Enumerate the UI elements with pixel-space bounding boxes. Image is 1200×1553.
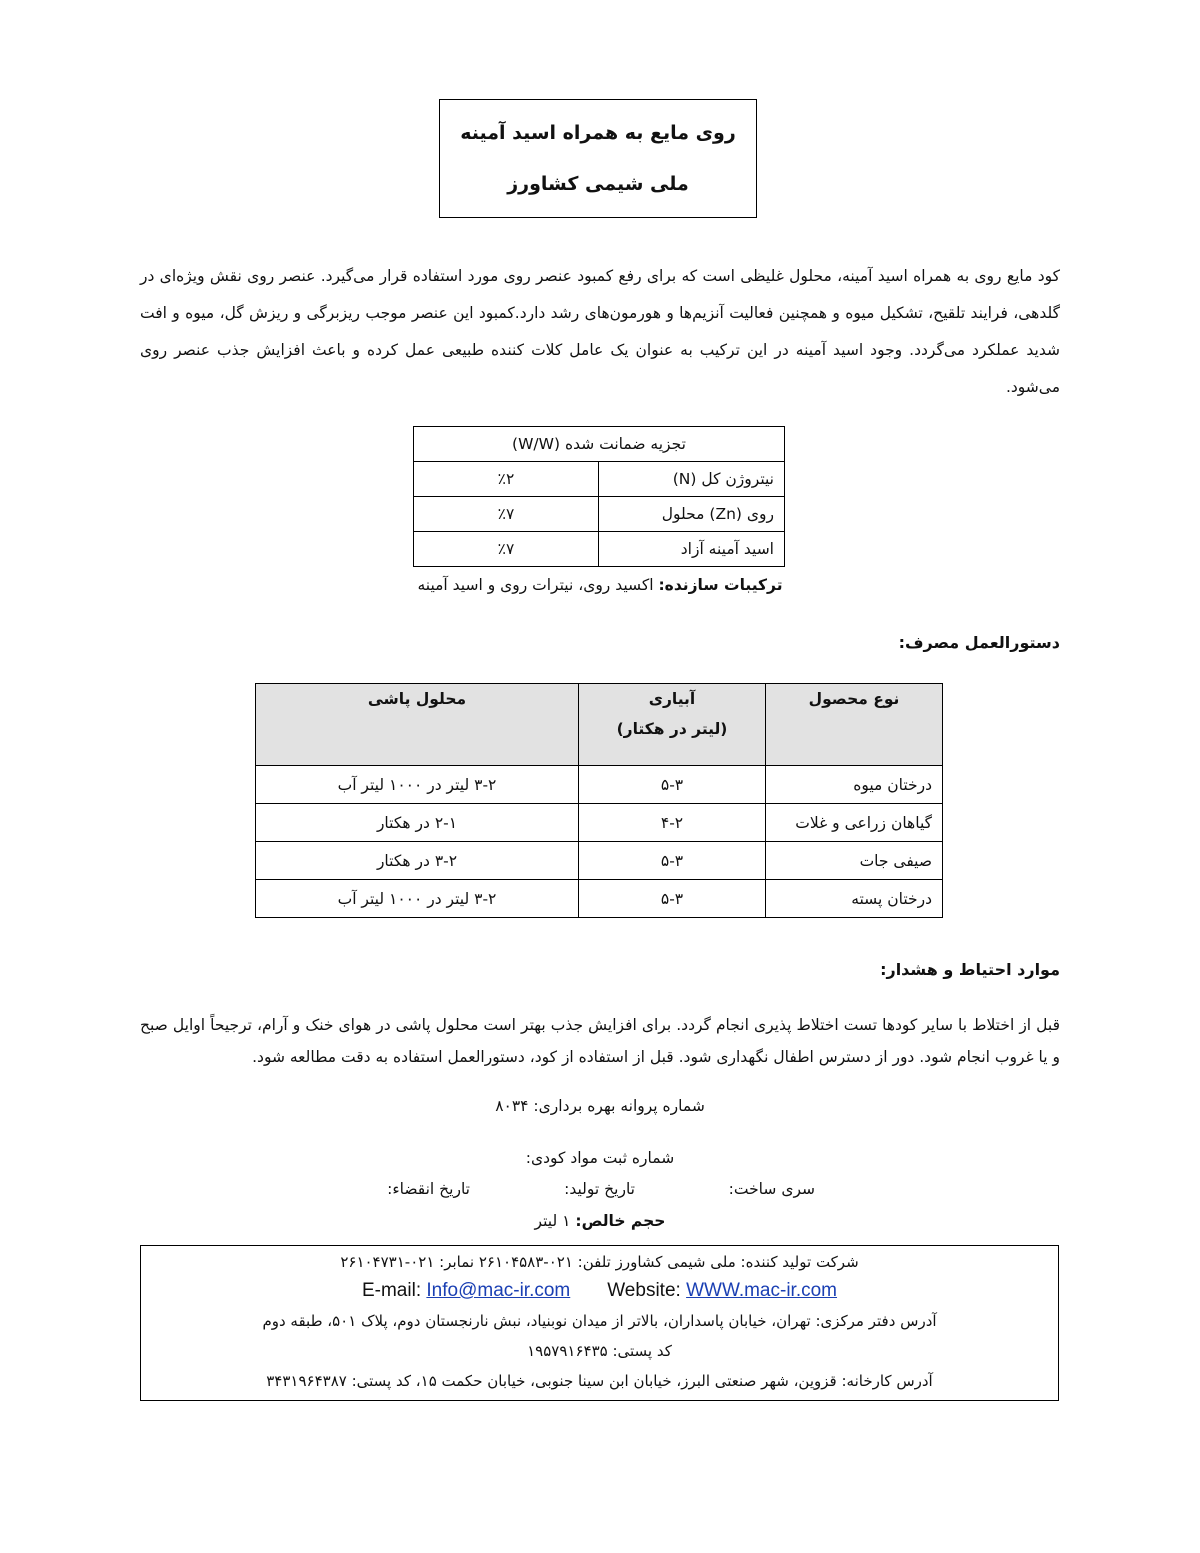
producer-info-box: شرکت تولید کننده: ملی شیمی کشاورز تلفن: … xyxy=(140,1245,1059,1401)
factory-address: آدرس کارخانه: قزوین، شهر صنعتی البرز، خی… xyxy=(266,1372,933,1390)
table-row: نیتروژن کل (N) ٪۲ xyxy=(413,461,785,497)
ingredients-label: ترکیبات سازنده: xyxy=(658,576,783,594)
analysis-header: تجزیه ضمانت شده (W/W) xyxy=(413,426,785,462)
analysis-name: اسید آمینه آزاد xyxy=(598,531,785,567)
foliar-cell: ۳-۲ لیتر در ۱۰۰۰ لیتر آب xyxy=(255,765,579,804)
header-irrigation-label: آبیاری xyxy=(648,690,696,708)
expiry-date-label: تاریخ انقضاء: xyxy=(387,1180,470,1198)
title-box: روی مایع به همراه اسید آمینه ملی شیمی کش… xyxy=(439,99,757,218)
irrigation-cell: ۴-۲ xyxy=(578,803,766,842)
table-row: گیاهان زراعی و غلات ۴-۲ ۲-۱ در هکتار xyxy=(255,803,943,842)
analysis-value: ٪۷ xyxy=(413,496,599,532)
email-link[interactable]: Info@mac-ir.com xyxy=(426,1280,571,1301)
registration-number: شماره ثبت مواد کودی: xyxy=(525,1149,675,1167)
website-link[interactable]: WWW.mac-ir.com xyxy=(686,1280,838,1301)
foliar-cell: ۳-۲ لیتر در ۱۰۰۰ لیتر آب xyxy=(255,879,579,918)
analysis-value: ٪۲ xyxy=(413,461,599,497)
ingredients-line: ترکیبات سازنده: اکسید روی، نیترات روی و … xyxy=(300,576,900,594)
batch-label: سری ساخت: xyxy=(728,1180,815,1198)
company-title: ملی شیمی کشاورز xyxy=(507,172,689,195)
net-volume: حجم خالص: ۱ لیتر xyxy=(0,1212,1200,1230)
analysis-name: روی (Zn) محلول xyxy=(598,496,785,532)
analysis-table: تجزیه ضمانت شده (W/W) نیتروژن کل (N) ٪۲ … xyxy=(413,426,785,567)
foliar-cell: ۲-۱ در هکتار xyxy=(255,803,579,842)
net-volume-value: ۱ لیتر xyxy=(534,1212,576,1230)
header-irrigation: آبیاری (لیتر در هکتار) xyxy=(578,683,766,766)
foliar-cell: ۳-۲ در هکتار xyxy=(255,841,579,880)
table-row: درختان پسته ۵-۳ ۳-۲ لیتر در ۱۰۰۰ لیتر آب xyxy=(255,879,943,918)
analysis-value: ٪۷ xyxy=(413,531,599,567)
irrigation-cell: ۵-۳ xyxy=(578,879,766,918)
crop-cell: صیفی جات xyxy=(765,841,943,880)
intro-paragraph: کود مایع روی به همراه اسید آمینه، محلول … xyxy=(140,267,1060,396)
table-row: روی (Zn) محلول ٪۷ xyxy=(413,496,785,532)
irrigation-cell: ۵-۳ xyxy=(578,841,766,880)
warnings-heading: موارد احتیاط و هشدار: xyxy=(880,960,1060,979)
table-row: صیفی جات ۵-۳ ۳-۲ در هکتار xyxy=(255,841,943,880)
usage-header-row: نوع محصول آبیاری (لیتر در هکتار) محلول پ… xyxy=(255,683,943,766)
header-foliar: محلول پاشی xyxy=(255,683,579,766)
table-row: درختان میوه ۵-۳ ۳-۲ لیتر در ۱۰۰۰ لیتر آب xyxy=(255,765,943,804)
email-label: E-mail: xyxy=(361,1280,427,1301)
analysis-name: نیتروژن کل (N) xyxy=(598,461,785,497)
ingredients-value: اکسید روی، نیترات روی و اسید آمینه xyxy=(417,576,659,594)
producer-line: شرکت تولید کننده: ملی شیمی کشاورز تلفن: … xyxy=(340,1253,859,1271)
office-postal-code: کد پستی: ۱۹۵۷۹۱۶۴۳۵ xyxy=(527,1342,672,1360)
license-number: شماره پروانه بهره برداری: ۸۰۳۴ xyxy=(495,1097,705,1115)
office-address: آدرس دفتر مرکزی: تهران، خیابان پاسداران،… xyxy=(262,1312,937,1330)
production-date-label: تاریخ تولید: xyxy=(564,1180,635,1198)
crop-cell: درختان پسته xyxy=(765,879,943,918)
irrigation-cell: ۵-۳ xyxy=(578,765,766,804)
warnings-text: قبل از اختلاط با سایر کودها تست اختلاط پ… xyxy=(140,1016,1060,1066)
usage-heading: دستورالعمل مصرف: xyxy=(898,633,1060,652)
product-title: روی مایع به همراه اسید آمینه xyxy=(460,122,736,145)
contact-line: E-mail: Info@mac-ir.com Website: WWW.mac… xyxy=(141,1280,1058,1302)
website-label: Website: xyxy=(607,1280,687,1301)
crop-cell: درختان میوه xyxy=(765,765,943,804)
table-row: اسید آمینه آزاد ٪۷ xyxy=(413,531,785,567)
header-irrigation-unit: (لیتر در هکتار) xyxy=(616,720,728,738)
net-volume-label: حجم خالص: xyxy=(575,1212,666,1230)
header-crop: نوع محصول xyxy=(765,683,943,766)
usage-table: نوع محصول آبیاری (لیتر در هکتار) محلول پ… xyxy=(255,683,943,918)
crop-cell: گیاهان زراعی و غلات xyxy=(765,803,943,842)
